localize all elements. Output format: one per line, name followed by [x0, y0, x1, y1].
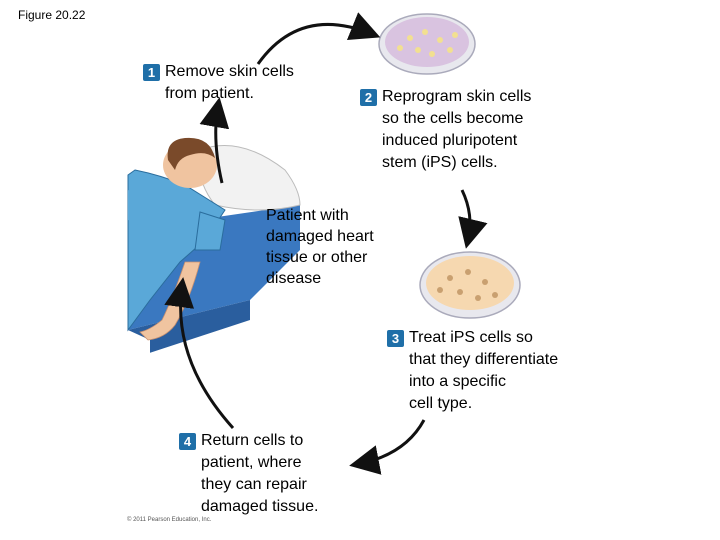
step-text: Treat iPS cells so that they differentia…	[409, 327, 558, 415]
arrow-step1-to-step2	[256, 12, 381, 65]
step-number-badge: 2	[360, 89, 377, 106]
step-line: patient, where	[201, 454, 302, 471]
center-label-line: tissue or other	[266, 249, 368, 266]
step-number-badge: 4	[179, 433, 196, 450]
arrow-step3-to-step4	[349, 419, 426, 475]
step-line: from patient.	[165, 85, 254, 102]
step-3: 3 Treat iPS cells so that they different…	[387, 327, 558, 415]
step-line: stem (iPS) cells.	[382, 154, 498, 171]
center-label-line: Patient with	[266, 207, 349, 224]
step-line: Remove skin cells	[165, 63, 294, 80]
center-label-line: disease	[266, 270, 322, 287]
step-2: 2 Reprogram skin cells so the cells beco…	[360, 86, 531, 174]
petri-dish-differentiated-cells	[419, 251, 521, 319]
step-line: Return cells to	[201, 432, 304, 449]
step-number-badge: 1	[143, 64, 160, 81]
step-1: 1 Remove skin cells from patient.	[143, 61, 294, 105]
step-line: Treat iPS cells so	[409, 329, 533, 346]
center-label-line: damaged heart	[266, 228, 374, 245]
step-4: 4 Return cells to patient, where they ca…	[179, 430, 318, 518]
step-text: Remove skin cells from patient.	[165, 61, 294, 105]
arrow-step4-to-patient	[164, 277, 235, 430]
step-number-badge: 3	[387, 330, 404, 347]
step-line: cell type.	[409, 395, 473, 412]
arrow-step2-to-step3	[458, 189, 488, 249]
step-line: into a specific	[409, 373, 506, 390]
copyright-notice: © 2011 Pearson Education, Inc.	[127, 517, 212, 523]
figure-label: Figure 20.22	[18, 8, 86, 22]
step-line: that they differentiate	[409, 351, 559, 368]
step-line: damaged tissue.	[201, 498, 319, 515]
step-text: Return cells to patient, where they can …	[201, 430, 318, 518]
petri-dish-ips-cells	[378, 13, 476, 75]
arrow-patient-to-step1	[199, 97, 230, 184]
step-line: so the cells become	[382, 110, 524, 127]
step-line: induced pluripotent	[382, 132, 518, 149]
center-label: Patient with damaged heart tissue or oth…	[266, 205, 374, 289]
step-line: Reprogram skin cells	[382, 88, 532, 105]
step-text: Reprogram skin cells so the cells become…	[382, 86, 531, 174]
step-line: they can repair	[201, 476, 307, 493]
